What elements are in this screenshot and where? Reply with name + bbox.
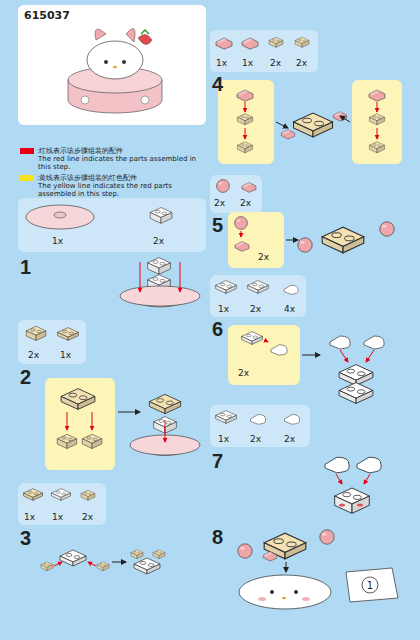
callout-number: 1 [367,580,373,591]
legend-note: The red line indicates the parts assembl… [38,155,198,171]
part-count: 2x [250,434,261,445]
step-number: 1 [20,256,31,278]
part-count: 2x [82,512,93,523]
part-count: 2x [240,198,251,209]
part-count: 1x [52,236,63,247]
part-count: 2x [28,350,39,361]
step-number: 5 [212,214,223,236]
part-count: 4x [284,304,295,315]
parts-box: 1x 1x 2x 2x [210,30,318,72]
part-count: 2x [296,58,307,69]
part-count: 2x [153,236,164,247]
legend-text: :红线表示该步骤组装的配件 [37,147,123,155]
step-number: 6 [212,318,223,340]
part-count: 1x [218,304,229,315]
part-count: 2x [214,198,225,209]
legend-note: The yellow line indicates the red parts … [38,182,198,198]
part-count: 1x [242,58,253,69]
part-count: 1x [216,58,227,69]
step-number: 4 [212,73,223,95]
part-count: 2x [258,252,269,263]
legend-text: :黄线表示该步骤组装的红色配件 [37,174,137,182]
step-number: 3 [20,527,31,549]
part-count: 2x [284,434,295,445]
parts-box: 2x 2x [210,175,262,213]
step-number: 7 [212,450,223,472]
legend-swatch [20,148,34,154]
step-number: 8 [212,526,223,548]
parts-box: 2x 1x [18,320,86,364]
legend-swatch [20,175,34,181]
parts-box: 1x 1x 2x [18,483,106,525]
part-count: 2x [238,368,249,379]
part-count: 1x [24,512,35,523]
parts-box: 1x 2x 2x [210,405,310,447]
set-number: 615037 [24,9,70,22]
parts-box: 2x [228,212,284,268]
parts-box: 1x 2x 4x [210,275,306,317]
part-count: 1x [52,512,63,523]
part-count: 2x [250,304,261,315]
part-count: 1x [60,350,71,361]
parts-box: 1x 2x [18,198,206,252]
part-count: 2x [270,58,281,69]
parts-box: 2x [228,325,300,385]
step-number: 2 [20,366,31,388]
callout-box: 1 [362,576,378,594]
part-count: 1x [218,434,229,445]
